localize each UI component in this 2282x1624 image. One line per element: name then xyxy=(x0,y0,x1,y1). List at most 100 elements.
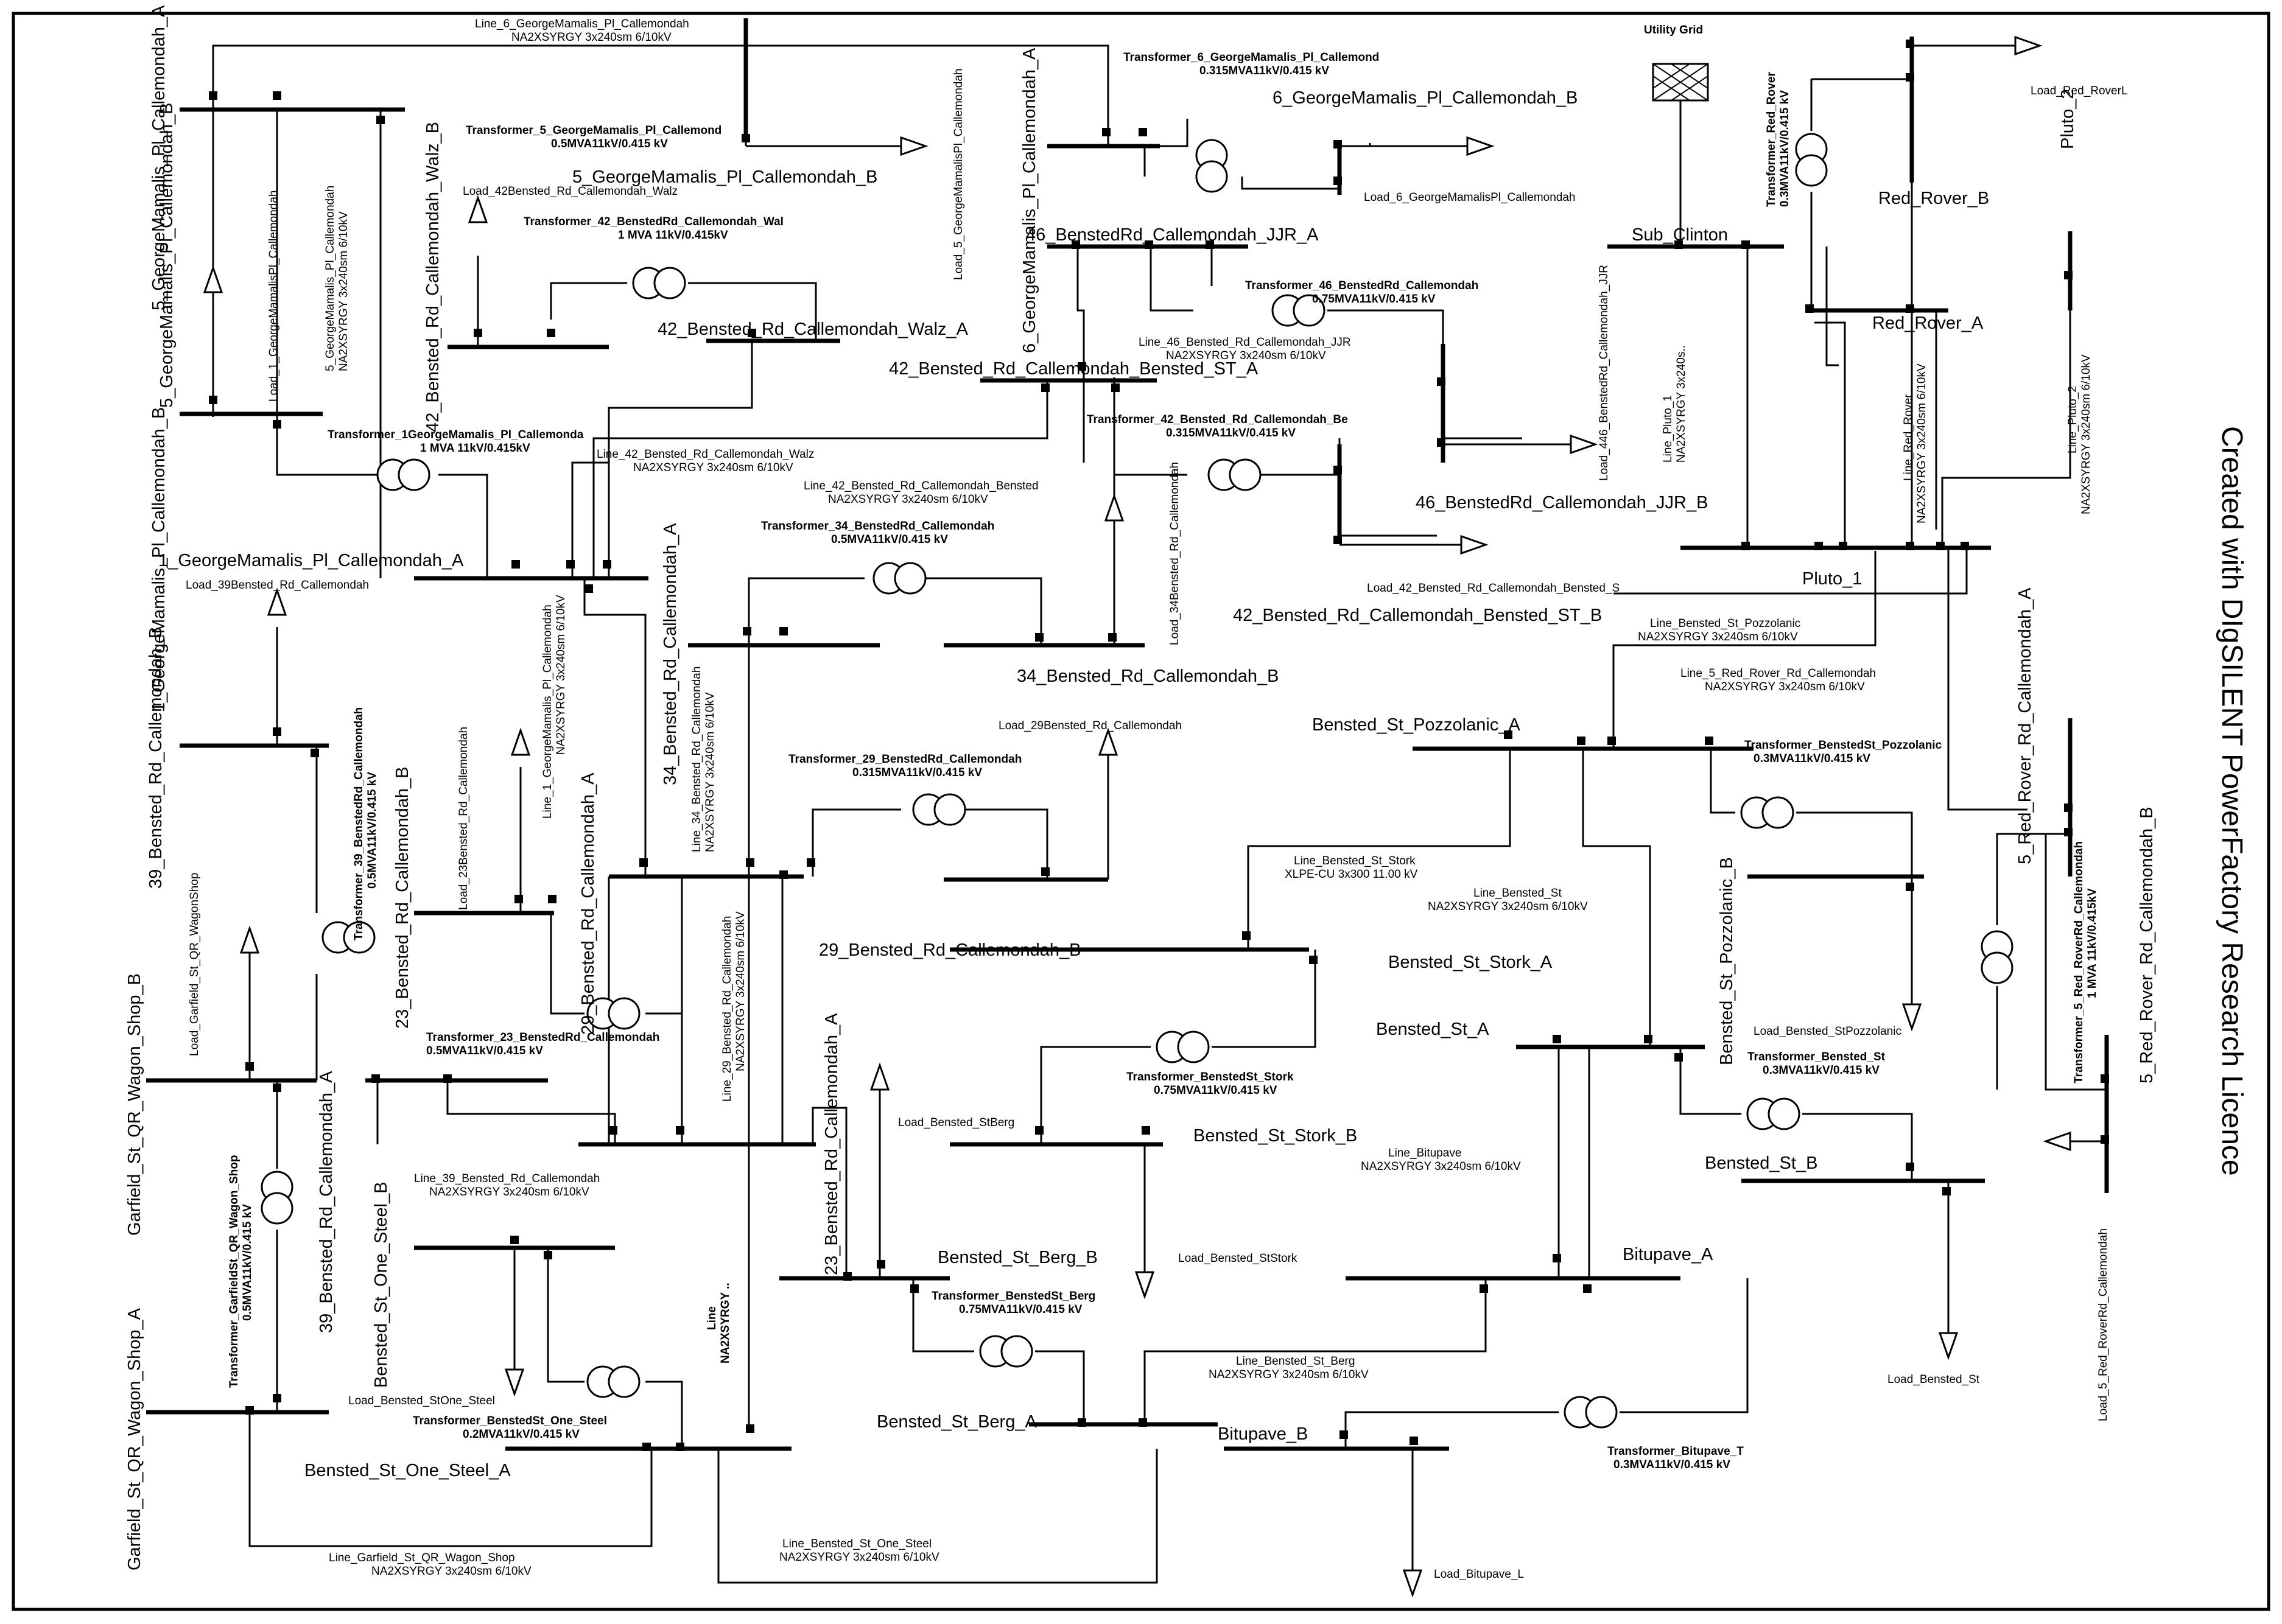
load-ldgw[interactable] xyxy=(239,925,260,954)
load-ldbs[interactable] xyxy=(1938,1332,1959,1360)
load-label: Load_Bensted_St xyxy=(1887,1373,1980,1386)
bus-label: 6_GeorgeMamalis_Pl_Callemondah_A xyxy=(1020,47,1039,353)
line-label: Line_46_Bensted_Rd_Callemondah_JJR xyxy=(1139,336,1351,349)
load-ld42w[interactable] xyxy=(468,195,488,223)
transformer-tsk[interactable] xyxy=(1156,1031,1210,1063)
transformer-rating: 0.3MVA11kV/0.415 kV xyxy=(1613,1458,1730,1471)
line-spec: NA2XSYRGY 3x240sm 6/10kV xyxy=(511,31,672,44)
transformer-t5r[interactable] xyxy=(1981,930,2013,984)
load-ldos[interactable] xyxy=(504,1368,525,1397)
bus-label: 39_Bensted_Rd_Callemondah_B xyxy=(146,627,166,889)
transformer-tbg[interactable] xyxy=(979,1335,1033,1368)
transformer-t46[interactable] xyxy=(1271,294,1325,327)
load-label: Load_Garfield_St_QR_WagonShop xyxy=(188,873,201,1056)
bus-label: Bensted_St_Stork_B xyxy=(1193,1126,1357,1146)
transformer-rating: 0.315MVA11kV/0.415 kV xyxy=(852,766,982,779)
bus-label: Bensted_St_Berg_A xyxy=(877,1412,1037,1432)
transformer-label: Transformer_5_Red_RoverRd_Callemondah xyxy=(2073,841,2085,1083)
load-ld446[interactable] xyxy=(1443,434,1598,455)
transformer-label: Transformer_1GeorgeMamalis_Pl_Callemonda xyxy=(328,429,584,441)
transformer-rating: 0.5MVA11kV/0.415 kV xyxy=(366,772,379,889)
bus-label: Bensted_St_Pozzolanic_A xyxy=(1312,715,1520,735)
transformer-t42s[interactable] xyxy=(1207,458,1262,491)
load-ldpz[interactable] xyxy=(1901,1003,1922,1032)
transformer-tpz[interactable] xyxy=(1740,796,1794,829)
transformer-t6g[interactable] xyxy=(1195,139,1228,193)
load-ld1g[interactable] xyxy=(203,265,223,417)
line-label: Line_39_Bensted_Rd_Callemondah xyxy=(414,1172,600,1185)
line-spec: NA2XSYRGY 3x240s.. xyxy=(1675,345,1688,463)
transformer-rating: 0.75MVA11kV/0.415 kV xyxy=(959,1303,1083,1316)
load-label: Load_Bitupave_L xyxy=(1434,1568,1524,1581)
bus-label: 5_GeorgeMamalis_Pl_Callemondah_B xyxy=(157,103,177,408)
load-ld23[interactable] xyxy=(510,727,531,756)
bus-label: Garfield_St_QR_Wagon_Shop_A xyxy=(125,1307,144,1570)
transformer-rating: 0.5MVA11kV/0.415 kV xyxy=(241,1204,254,1321)
bus-label: Bitupave_B xyxy=(1218,1424,1308,1444)
load-label: Load_Bensted_StOne_Steel xyxy=(348,1395,495,1407)
line-spec: NA2XSYRGY 3x240sm 6/10kV xyxy=(633,461,793,474)
line-label: Line_29_Bensted_Rd_Callemondah xyxy=(721,916,734,1102)
transformer-label: Transformer_BenstedSt_Pozzolanic xyxy=(1744,739,1942,752)
transformer-tos[interactable] xyxy=(586,1365,641,1398)
bus-label: 34_Bensted_Rd_Callemondah_A xyxy=(661,523,680,785)
transformer-rating: 0.5MVA11kV/0.415 kV xyxy=(551,138,668,150)
transformer-t29[interactable] xyxy=(912,793,966,826)
transformer-label: Transformer_Red_Rover xyxy=(1765,72,1778,207)
transformer-tbp[interactable] xyxy=(1564,1396,1618,1429)
transformer-trr[interactable] xyxy=(1795,133,1828,187)
line-spec: NA2XSYRGY 3x240sm 6/10kV xyxy=(1638,631,1798,643)
transformer-labels: Transformer_6_GeorgeMamalis_Pl_Callemond… xyxy=(228,51,2099,1471)
transformer-t1g[interactable] xyxy=(376,458,430,491)
transformer-label: Transformer_BenstedSt_One_Steel xyxy=(413,1415,607,1427)
load-labels: Load_5_GeorgeMamalisPl_Callemondah Load_… xyxy=(186,69,2128,1581)
line-label: Line_42_Bensted_Rd_Callemondah_Walz xyxy=(597,448,814,461)
bus-label: Red_Rover_A xyxy=(1872,313,1984,333)
transformer-label: Transformer_23_BenstedRd_Callemondah xyxy=(426,1031,659,1044)
line-label: Line_5_Red_Rover_Rd_Callemondah xyxy=(1680,667,1876,680)
transformer-tgw[interactable] xyxy=(261,1171,293,1225)
transformer-tbs[interactable] xyxy=(1746,1097,1800,1130)
transformer-rating: 0.75MVA11kV/0.415 kV xyxy=(1154,1084,1277,1097)
transformer-label: Transformer_46_BenstedRd_Callemondah xyxy=(1245,279,1478,292)
load-ld42s[interactable] xyxy=(1339,534,1489,555)
load-ld34[interactable] xyxy=(1104,493,1125,522)
line-label: Line_Bensted_St_Berg xyxy=(1236,1355,1355,1368)
bus-label: 39_Bensted_Rd_Callemondah_A xyxy=(317,1071,336,1333)
load-label: Load_1_GeorgeMamalisPl_Callemondah xyxy=(267,191,280,402)
load-ldbg[interactable] xyxy=(869,1062,890,1091)
load-ld29[interactable] xyxy=(1098,727,1118,756)
load-ld39[interactable] xyxy=(267,587,287,616)
load-label: Load_Red_RoverL xyxy=(2031,85,2128,97)
line-label: 5_GeorgeMamalis_Pl_Callemondah xyxy=(324,186,337,371)
transformer-label: Transformer_GarfieldSt_QR_Wagon_Shop xyxy=(228,1155,240,1388)
transformer-t42w[interactable] xyxy=(632,267,686,299)
transformer-t39[interactable] xyxy=(321,921,376,954)
load-ld5r[interactable] xyxy=(2043,1131,2107,1152)
diagram-frame xyxy=(12,12,2270,1611)
line-label: Line_Bitupave xyxy=(1388,1147,1461,1160)
load-symbols xyxy=(203,35,2107,1598)
load-ld5g[interactable] xyxy=(746,136,929,156)
load-label: Load_6_GeorgeMamalisPl_Callemondah xyxy=(1364,191,1576,204)
bus-label: Pluto_2 xyxy=(2058,89,2077,149)
line-label: Line_Red_Rover xyxy=(1902,394,1915,481)
transformer-t34[interactable] xyxy=(872,562,927,595)
transformer-t23[interactable] xyxy=(586,997,641,1030)
load-ldbp[interactable] xyxy=(1402,1569,1423,1598)
bus-label: Bensted_St_Stork_A xyxy=(1388,953,1553,972)
line-label: Line_34_Bensted_Rd_Callemondah xyxy=(690,667,703,852)
transformer-label: Transformer_42_Bensted_Rd_Callemondah_Be xyxy=(1087,413,1348,426)
bus-label: 42_Bensted_Rd_Callemondah_Walz_B xyxy=(423,122,443,432)
load-ldrr[interactable] xyxy=(1912,35,2043,56)
line-spec: NA2XSYRGY 3x240sm 6/10kV xyxy=(704,692,717,852)
line-label: Line_Bensted_St_One_Steel xyxy=(782,1538,932,1550)
load-ldsk[interactable] xyxy=(1134,1271,1155,1300)
transformer-label: Transformer_BenstedSt_Stork xyxy=(1126,1071,1294,1083)
utility-grid-symbol[interactable] xyxy=(1652,63,1709,247)
bus-label: 1_GeorgeMamalis_Pl_Callemondah_B xyxy=(149,407,169,712)
bus-label: 34_Bensted_Rd_Callemondah_B xyxy=(1017,667,1279,686)
line-label: Line_1_GeorgeMamalis_Pl_Callemondah xyxy=(541,604,554,819)
load-ld6g[interactable] xyxy=(1339,136,1495,156)
